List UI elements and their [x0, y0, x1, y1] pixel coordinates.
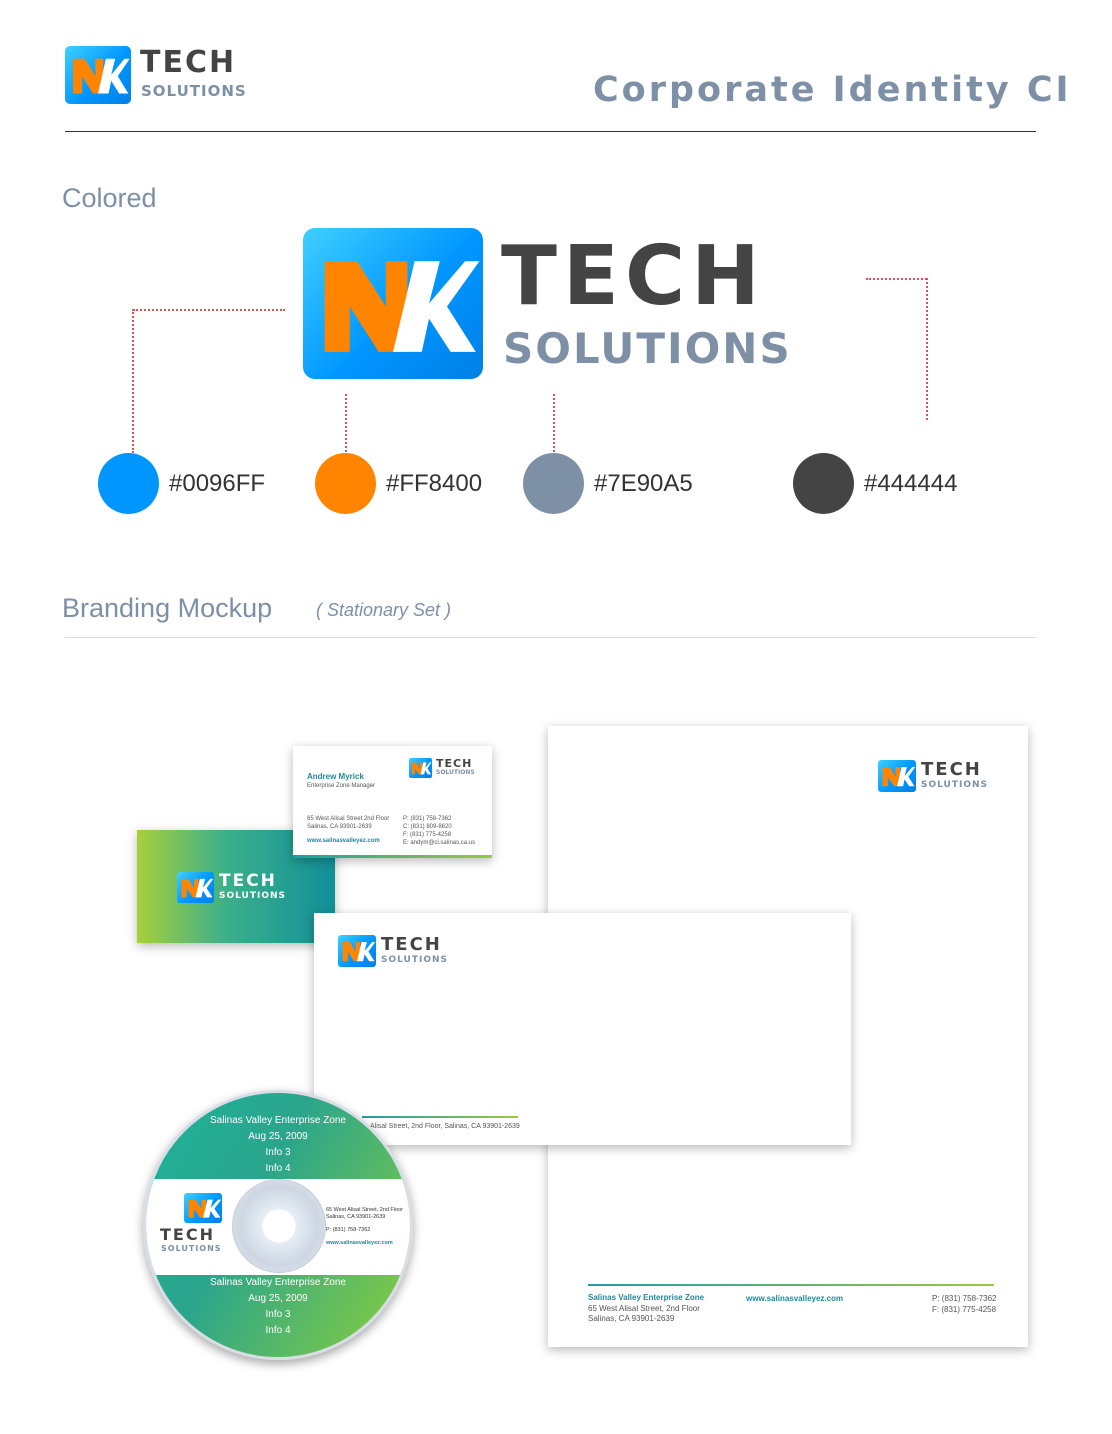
cd-hub [232, 1179, 326, 1273]
card-front-logo-solutions: SOLUTIONS [436, 769, 475, 776]
cd-phone: P: (831) 758-7362 [326, 1227, 371, 1233]
card-back-logo-solutions: SOLUTIONS [219, 891, 287, 901]
letterhead-website: www.salinasvalleyez.com [746, 1294, 844, 1303]
card-website: www.salinasvalleyez.com [307, 838, 380, 844]
logo-word-solutions: SOLUTIONS [141, 82, 247, 100]
cd-bottom-line-4: Info 4 [265, 1325, 291, 1336]
cd-logo-mark-icon [184, 1193, 222, 1223]
cd-top-line-4: Info 4 [265, 1163, 291, 1174]
letterhead-address-1: 65 West Alisal Street, 2nd Floor [588, 1304, 700, 1313]
connector-blue-h [133, 309, 285, 311]
card-email: E: andym@ci.salinas.ca.us [403, 840, 476, 846]
header-logo: TECH SOLUTIONS [65, 46, 275, 106]
business-card-front: TECH SOLUTIONS Andrew Myrick Enterprise … [293, 746, 492, 858]
swatch-code-blue: #0096FF [169, 470, 266, 497]
envelope-return-address: Alisal Street, 2nd Floor, Salinas, CA 93… [370, 1123, 520, 1130]
letterhead-logo-mark-icon [878, 760, 916, 792]
branding-section-subtitle: ( Stationary Set ) [316, 600, 452, 620]
connector-charcoal-h [866, 278, 927, 280]
cd-logo: TECH SOLUTIONS [158, 1193, 236, 1257]
card-role: Enterprise Zone Manager [307, 783, 376, 789]
connector-blue-v [132, 309, 134, 453]
letterhead-logo-solutions: SOLUTIONS [921, 780, 989, 790]
swatch-blue [98, 453, 159, 514]
cd-top-line-1: Salinas Valley Enterprise Zone [210, 1115, 346, 1126]
envelope-logo-mark-icon [338, 935, 376, 967]
swatch-code-orange: #FF8400 [386, 470, 483, 497]
letterhead-org: Salinas Valley Enterprise Zone [588, 1293, 705, 1302]
card-fax: F: (831) 775-4258 [403, 832, 452, 838]
logo-word-tech: TECH [140, 45, 237, 80]
main-logo-word-tech: TECH [501, 229, 766, 324]
cd-bottom-line-2: Aug 25, 2009 [248, 1293, 308, 1304]
swatch-orange [315, 453, 376, 514]
envelope-logo: TECH SOLUTIONS [338, 935, 468, 969]
letterhead-logo-tech: TECH [921, 759, 982, 780]
letterhead-address-2: Salinas, CA 93901-2639 [588, 1314, 675, 1323]
letterhead-phone: P: (831) 758-7362 [932, 1294, 997, 1303]
connector-orange-v [345, 394, 347, 452]
card-address-2: Salinas, CA 93901-2639 [307, 824, 372, 830]
card-back-logo-mark-icon [177, 872, 214, 903]
swatch-slate [523, 453, 584, 514]
cd-logo-solutions: SOLUTIONS [161, 1244, 222, 1253]
card-front-logo-tech: TECH [436, 757, 473, 770]
card-front-logo: TECH SOLUTIONS [409, 758, 489, 780]
cd-address-1: 65 West Alisal Street, 2nd Floor [326, 1207, 403, 1213]
swatch-charcoal [793, 453, 854, 514]
card-back-logo-tech: TECH [219, 871, 277, 891]
colored-section-title: Colored [62, 183, 157, 213]
card-front-logo-mark-icon [409, 758, 432, 778]
card-name: Andrew Myrick [307, 772, 364, 781]
card-cell: C: (831) 809-8620 [403, 824, 452, 830]
card-back-logo: TECH SOLUTIONS [177, 872, 307, 904]
card-front-stripe [293, 855, 492, 858]
page-title: Corporate Identity CI [593, 70, 1072, 110]
cd-website: www.salinasvalleyez.com [326, 1240, 393, 1246]
branding-divider [65, 637, 1036, 638]
main-logo-mark-icon [303, 228, 483, 379]
letterhead-logo: TECH SOLUTIONS [878, 760, 1008, 794]
logo-mark-icon [65, 46, 131, 104]
main-logo: TECH SOLUTIONS [303, 228, 863, 380]
cd-bottom-line-1: Salinas Valley Enterprise Zone [210, 1277, 346, 1288]
cd-top-line-2: Aug 25, 2009 [248, 1131, 308, 1142]
letterhead-fax: F: (831) 775-4258 [932, 1305, 997, 1314]
cd-bottom-line-3: Info 3 [265, 1309, 291, 1320]
cd-address-2: Salinas, CA 93901-2639 [326, 1214, 386, 1220]
branding-section-title: Branding Mockup [62, 593, 273, 623]
connector-slate-v [553, 394, 555, 452]
header-divider [65, 131, 1036, 132]
envelope-stripe [362, 1116, 518, 1118]
cd-disc: Salinas Valley Enterprise Zone Aug 25, 2… [143, 1090, 413, 1360]
card-address-1: 65 West Alisal Street 2nd Floor [307, 816, 390, 822]
letterhead-footer-stripe [588, 1284, 994, 1286]
envelope-logo-solutions: SOLUTIONS [381, 955, 449, 965]
envelope: TECH SOLUTIONS Alisal Street, 2nd Floor,… [314, 913, 851, 1145]
cd-logo-tech: TECH [160, 1225, 215, 1244]
envelope-logo-tech: TECH [381, 934, 442, 955]
swatch-code-slate: #7E90A5 [594, 470, 693, 497]
card-phone: P: (831) 758-7362 [403, 816, 452, 822]
swatch-code-charcoal: #444444 [864, 470, 958, 497]
main-logo-word-solutions: SOLUTIONS [503, 324, 792, 373]
connector-charcoal-v [926, 278, 928, 420]
cd-top-line-3: Info 3 [265, 1147, 291, 1158]
